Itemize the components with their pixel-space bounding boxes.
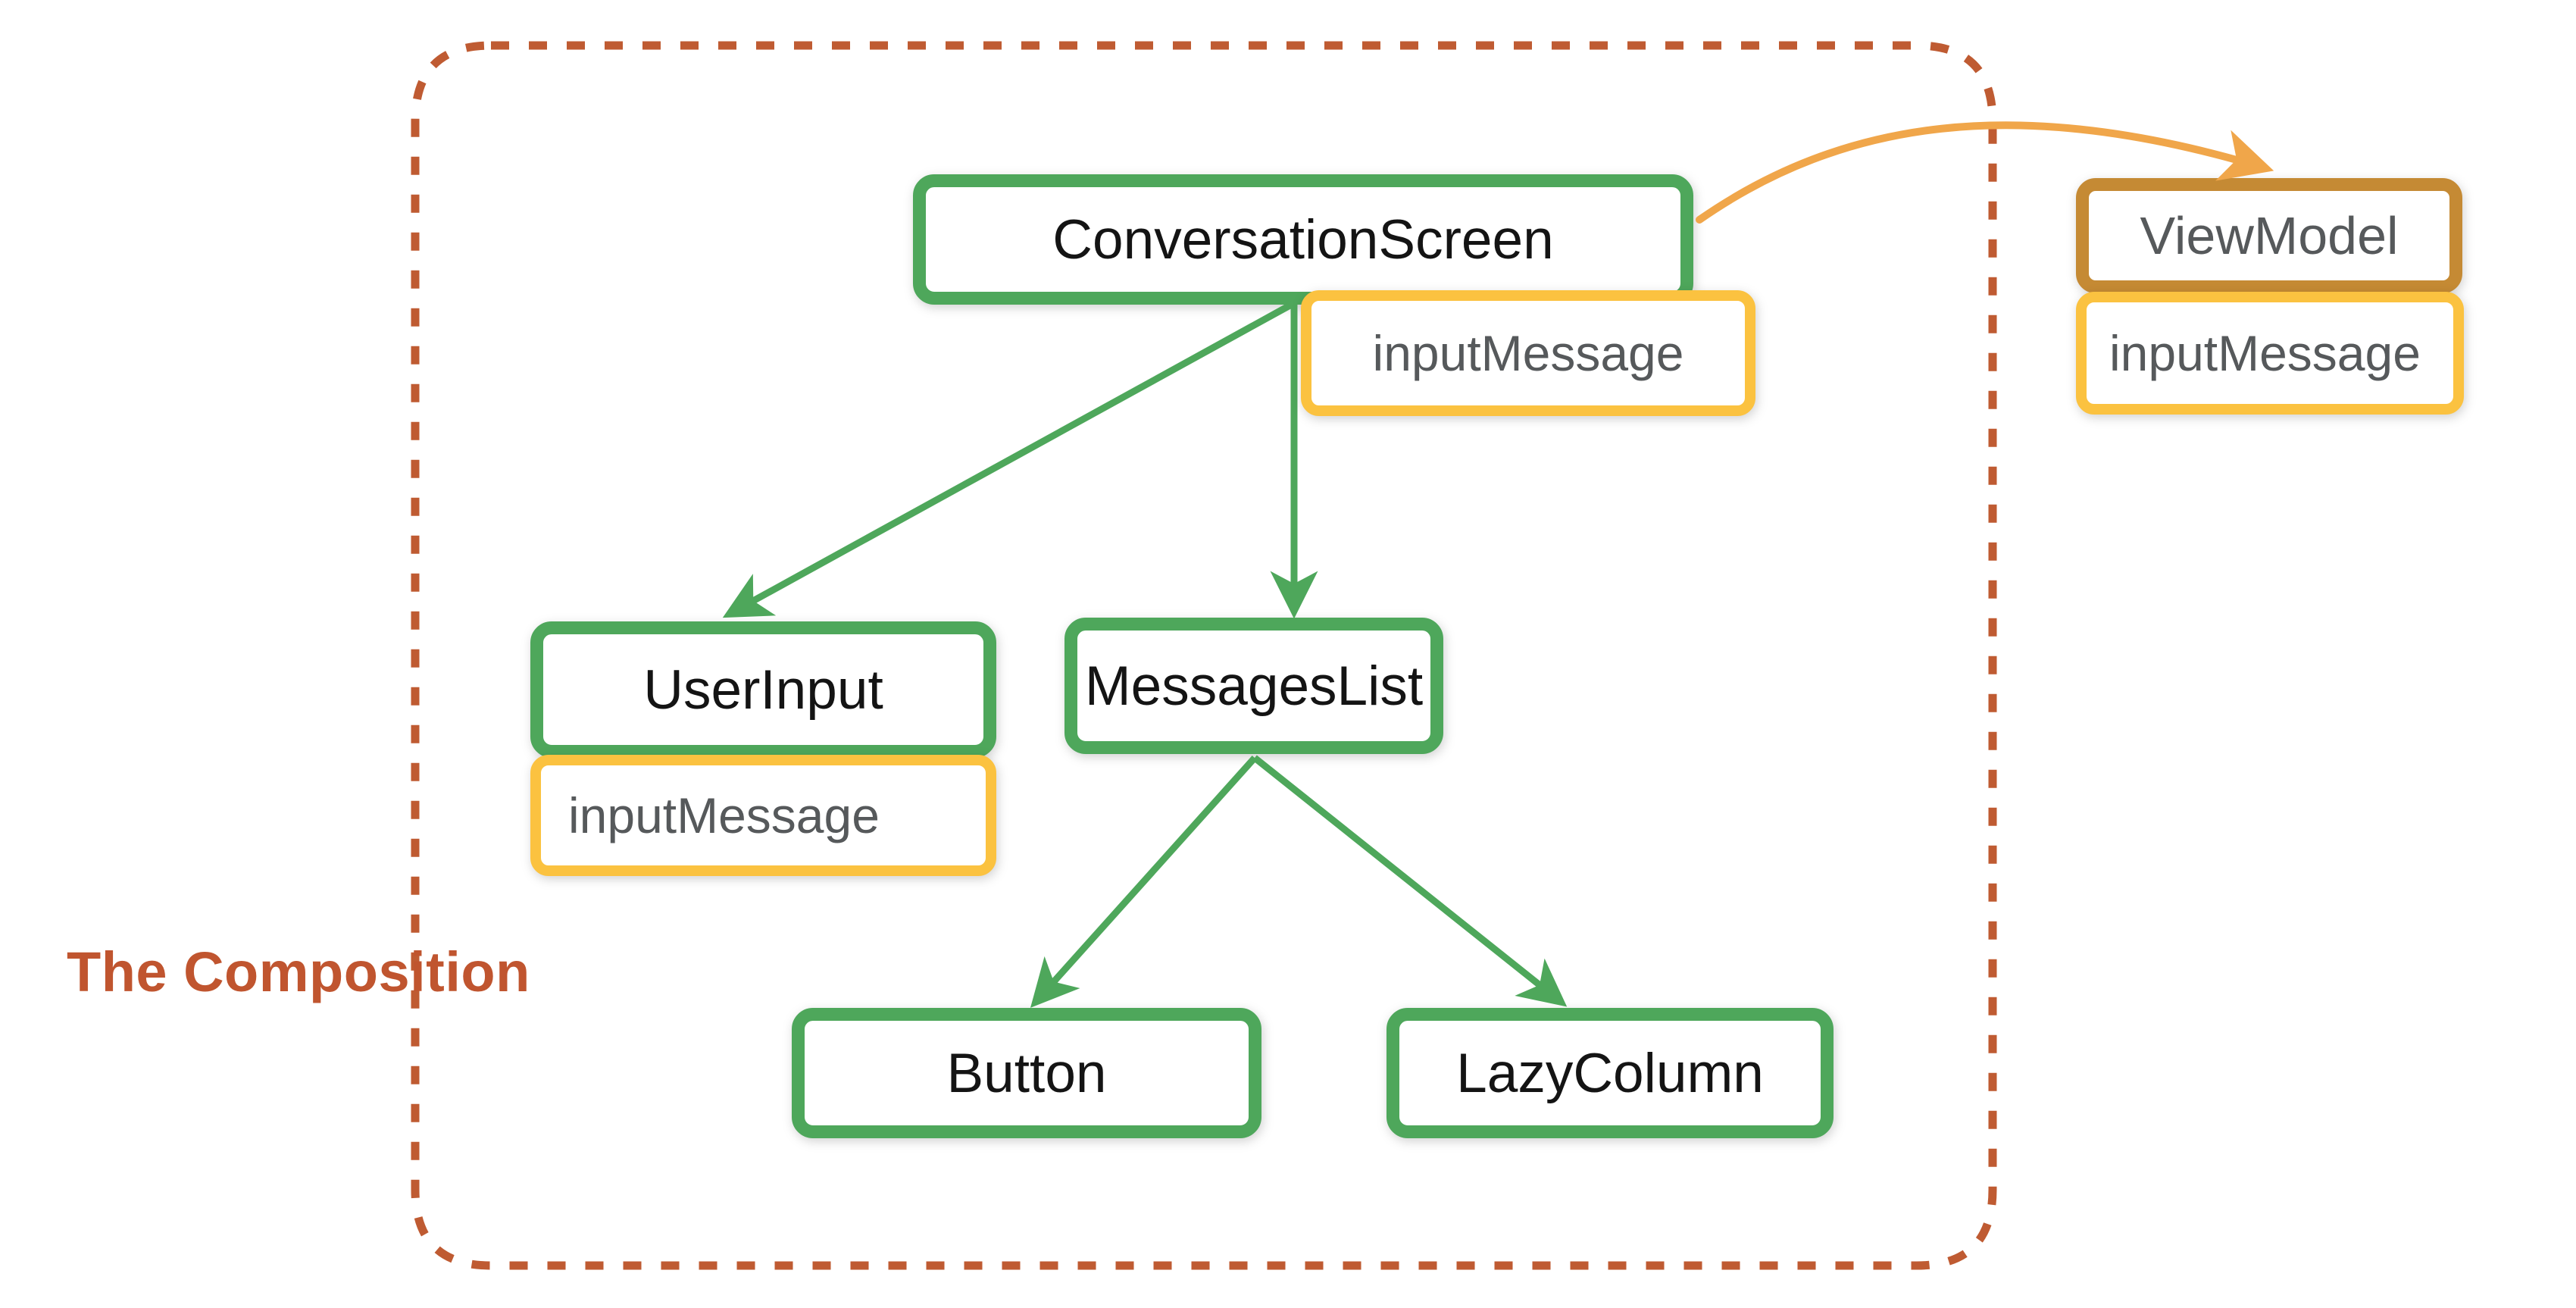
node-user-input-state-input-message[interactable]: inputMessage	[530, 755, 996, 876]
node-view-model-state-label: inputMessage	[2109, 325, 2421, 381]
node-lazy-column[interactable]: LazyColumn	[1386, 1008, 1834, 1138]
node-view-model[interactable]: ViewModel	[2076, 178, 2462, 293]
node-button-label: Button	[946, 1042, 1107, 1104]
node-view-model-label: ViewModel	[2140, 206, 2399, 265]
edge-messageslist-to-lazycolumn	[1252, 755, 1568, 1007]
edge-messageslist-to-button	[1030, 755, 1258, 1008]
composition-boundary-label: The Composition	[67, 940, 530, 1003]
node-button[interactable]: Button	[792, 1008, 1261, 1138]
node-conversation-screen[interactable]: ConversationScreen	[913, 174, 1693, 305]
node-messages-list-label: MessagesList	[1084, 655, 1424, 717]
node-conversation-screen-label: ConversationScreen	[1052, 208, 1554, 271]
node-messages-list[interactable]: MessagesList	[1064, 618, 1443, 754]
node-user-input[interactable]: UserInput	[530, 621, 996, 758]
node-conversation-screen-state-input-message[interactable]: inputMessage	[1301, 290, 1755, 416]
node-user-input-label: UserInput	[643, 659, 883, 721]
node-user-input-state-label: inputMessage	[568, 787, 880, 843]
node-view-model-state-input-message[interactable]: inputMessage	[2076, 292, 2464, 415]
edge-conversation-to-userinput	[722, 300, 1296, 618]
node-lazy-column-label: LazyColumn	[1456, 1042, 1764, 1104]
node-conversation-screen-state-label: inputMessage	[1372, 325, 1684, 381]
